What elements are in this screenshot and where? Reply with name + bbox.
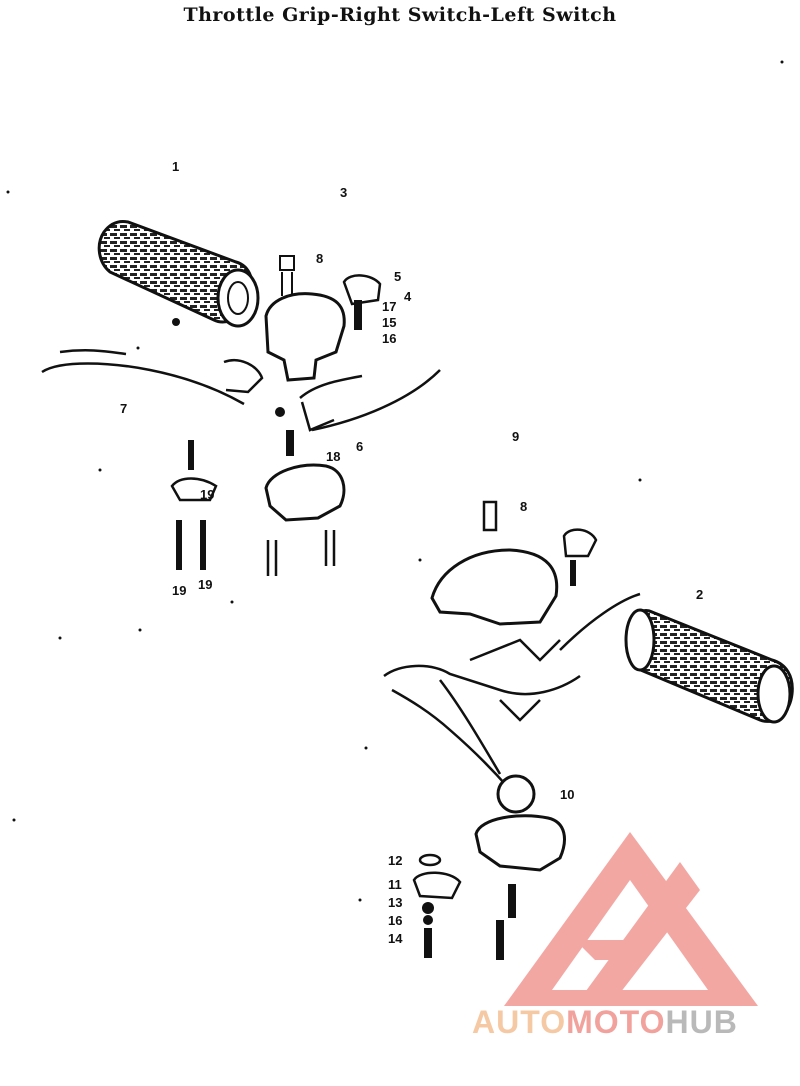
callout-8-upper: 8 (316, 251, 324, 266)
page-title: Throttle Grip-Right Switch-Left Switch (183, 4, 617, 26)
switch-housing-upper-right (430, 500, 598, 626)
callout-5: 5 (394, 269, 402, 284)
callout-18: 18 (326, 449, 341, 464)
grip-right (624, 608, 794, 724)
callout-11: 11 (388, 877, 402, 892)
lever-cable-left (41, 349, 441, 432)
callout-7: 7 (120, 401, 128, 416)
callout-6: 6 (356, 439, 364, 454)
switch-housing-upper-left (264, 255, 382, 382)
print-noise (6, 60, 784, 902)
lever-ball-end (496, 774, 536, 814)
callout-17: 17 (382, 299, 397, 314)
callout-8-lower: 8 (520, 499, 528, 514)
callout-19-left: 19 (172, 583, 187, 598)
callout-4: 4 (404, 289, 412, 304)
callout-1: 1 (172, 159, 180, 174)
watermark-text-auto: AUTO (472, 1004, 567, 1040)
callout-12: 12 (388, 853, 403, 868)
callout-19-right: 19 (198, 577, 213, 592)
lever-bracket-right (412, 814, 566, 960)
watermark-text-moto: MOTO (566, 1004, 666, 1040)
watermark-logo-icon (504, 832, 758, 1006)
callout-15: 15 (382, 315, 397, 330)
throttle-grip-left (97, 220, 260, 328)
callout-14: 14 (388, 931, 403, 946)
callout-16-upper: 16 (382, 331, 397, 346)
callout-3: 3 (340, 185, 348, 200)
watermark-text-hub: HUB (665, 1004, 738, 1040)
callout-19-upper: 19 (200, 487, 215, 502)
callout-2: 2 (696, 587, 704, 602)
switch-housing-lower-left (264, 407, 346, 576)
callout-13: 13 (388, 895, 403, 910)
screws-left (170, 440, 218, 570)
callout-16-lower: 16 (388, 913, 403, 928)
callout-9: 9 (512, 429, 520, 444)
watermark-text: AUTOMOTOHUB (472, 1004, 792, 1041)
callout-10: 10 (560, 787, 575, 802)
lever-right (383, 592, 641, 793)
